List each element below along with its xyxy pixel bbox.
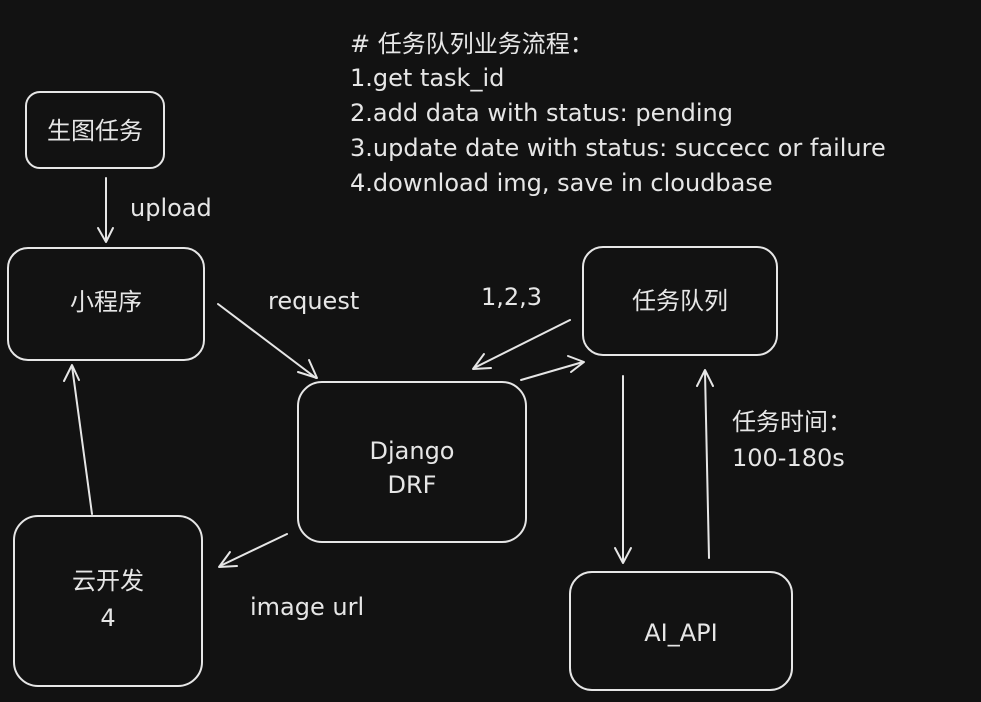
notes-line-1: 1.get task_id [350,64,504,92]
arrow-to-queue-line [520,361,584,381]
label-image-url: image url [250,593,364,621]
node-cloud-dev-label-2: 4 [100,604,115,632]
node-django-label-2: DRF [388,471,437,499]
notes-block: # 任务队列业务流程： 1.get task_id 2.add data wit… [350,30,886,197]
node-task-queue-box [582,246,778,356]
notes-line-2: 2.add data with status: pending [350,99,733,127]
arrow-request-line [217,303,317,379]
node-ai-api-box [569,571,793,691]
label-request: request [268,287,359,315]
node-gen-task: 生图任务 [25,91,165,169]
arrow-steps-head [472,353,492,370]
node-ai-api: AI_API [569,571,793,691]
node-gen-task-label: 生图任务 [47,117,143,145]
node-mini-program-box [7,247,205,361]
notes-line-4: 4.download img, save in cloudbase [350,169,773,197]
label-steps: 1,2,3 [481,283,542,311]
node-cloud-dev-box [13,515,203,687]
arrow-queue-to-ai-head [614,547,632,564]
notes-title: # 任务队列业务流程： [350,30,594,58]
node-gen-task-box [25,91,165,169]
arrow-cloud-to-mini-head [63,364,80,382]
arrow-request-head [297,359,318,379]
label-task-time-2: 100-180s [732,444,845,472]
node-cloud-dev: 云开发 4 [13,515,203,687]
label-upload: upload [130,194,212,222]
arrow-cloud-to-mini-line [71,365,93,515]
node-task-queue: 任务队列 [582,246,778,356]
arrow-ai-to-queue-line [704,371,710,559]
node-django-label-1: Django [370,437,455,465]
arrow-image-url-line [219,533,288,567]
arrow-ai-to-queue-head [696,369,714,387]
node-django-box [297,381,527,543]
node-django: Django DRF [297,381,527,543]
arrows [63,177,714,568]
arrow-upload-head [97,227,114,243]
notes-line-3: 3.update date with status: succecc or fa… [350,134,886,162]
node-task-queue-label: 任务队列 [632,287,728,315]
node-ai-api-label: AI_API [644,619,717,647]
label-task-time-1: 任务时间： [732,408,852,436]
arrow-steps-line [473,319,571,369]
node-cloud-dev-label-1: 云开发 [72,567,144,595]
node-mini-program: 小程序 [7,247,205,361]
arrow-to-queue-head [567,355,585,373]
node-mini-program-label: 小程序 [70,288,142,316]
arrow-image-url-head [218,551,238,568]
